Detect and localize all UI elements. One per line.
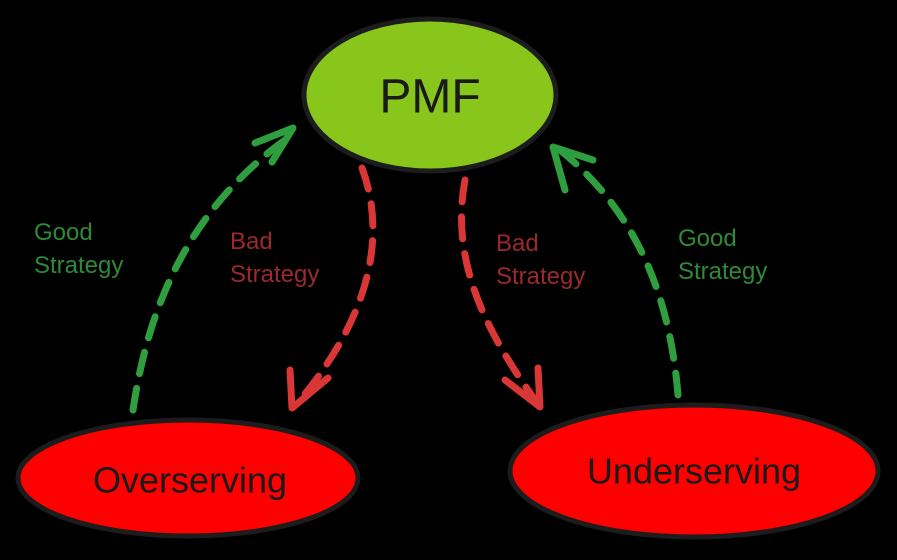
node-pmf: PMF <box>301 16 559 174</box>
node-overserving-label: Overserving <box>93 460 287 501</box>
label-left-bad-line2: Strategy <box>230 261 319 288</box>
arrow-pmf-to-overserving-head <box>286 366 332 412</box>
label-left-good-strategy: Good Strategy <box>34 219 123 279</box>
label-left-bad-strategy: Bad Strategy <box>230 228 319 288</box>
label-right-bad-line2: Strategy <box>496 263 585 290</box>
arrow-pmf-to-underserving <box>458 176 544 411</box>
arrow-pmf-to-overserving <box>286 164 377 412</box>
node-overserving: Overserving <box>15 417 361 539</box>
arrow-underserving-to-pmf-head <box>549 143 597 194</box>
node-underserving: Underserving <box>507 402 881 540</box>
arrow-overserving-to-pmf-head <box>251 124 297 166</box>
label-left-good-line1: Good <box>34 219 93 246</box>
arrow-pmf-to-underserving-head <box>501 364 544 411</box>
arrow-overserving-to-pmf-line <box>129 136 289 414</box>
label-right-bad-strategy: Bad Strategy <box>496 230 585 290</box>
node-pmf-label: PMF <box>379 71 480 124</box>
arrow-underserving-to-pmf <box>549 143 682 399</box>
label-right-good-strategy: Good Strategy <box>678 225 767 285</box>
label-left-good-line2: Strategy <box>34 252 123 279</box>
label-right-bad-line1: Bad <box>496 230 539 257</box>
label-right-good-line2: Strategy <box>678 258 767 285</box>
arrow-pmf-to-underserving-line <box>458 176 539 404</box>
arrow-underserving-to-pmf-line <box>556 146 682 399</box>
node-underserving-label: Underserving <box>587 451 801 492</box>
arrow-pmf-to-overserving-line <box>296 164 377 404</box>
label-left-bad-line1: Bad <box>230 228 273 255</box>
label-right-good-line1: Good <box>678 225 737 252</box>
arrow-overserving-to-pmf <box>129 124 297 414</box>
